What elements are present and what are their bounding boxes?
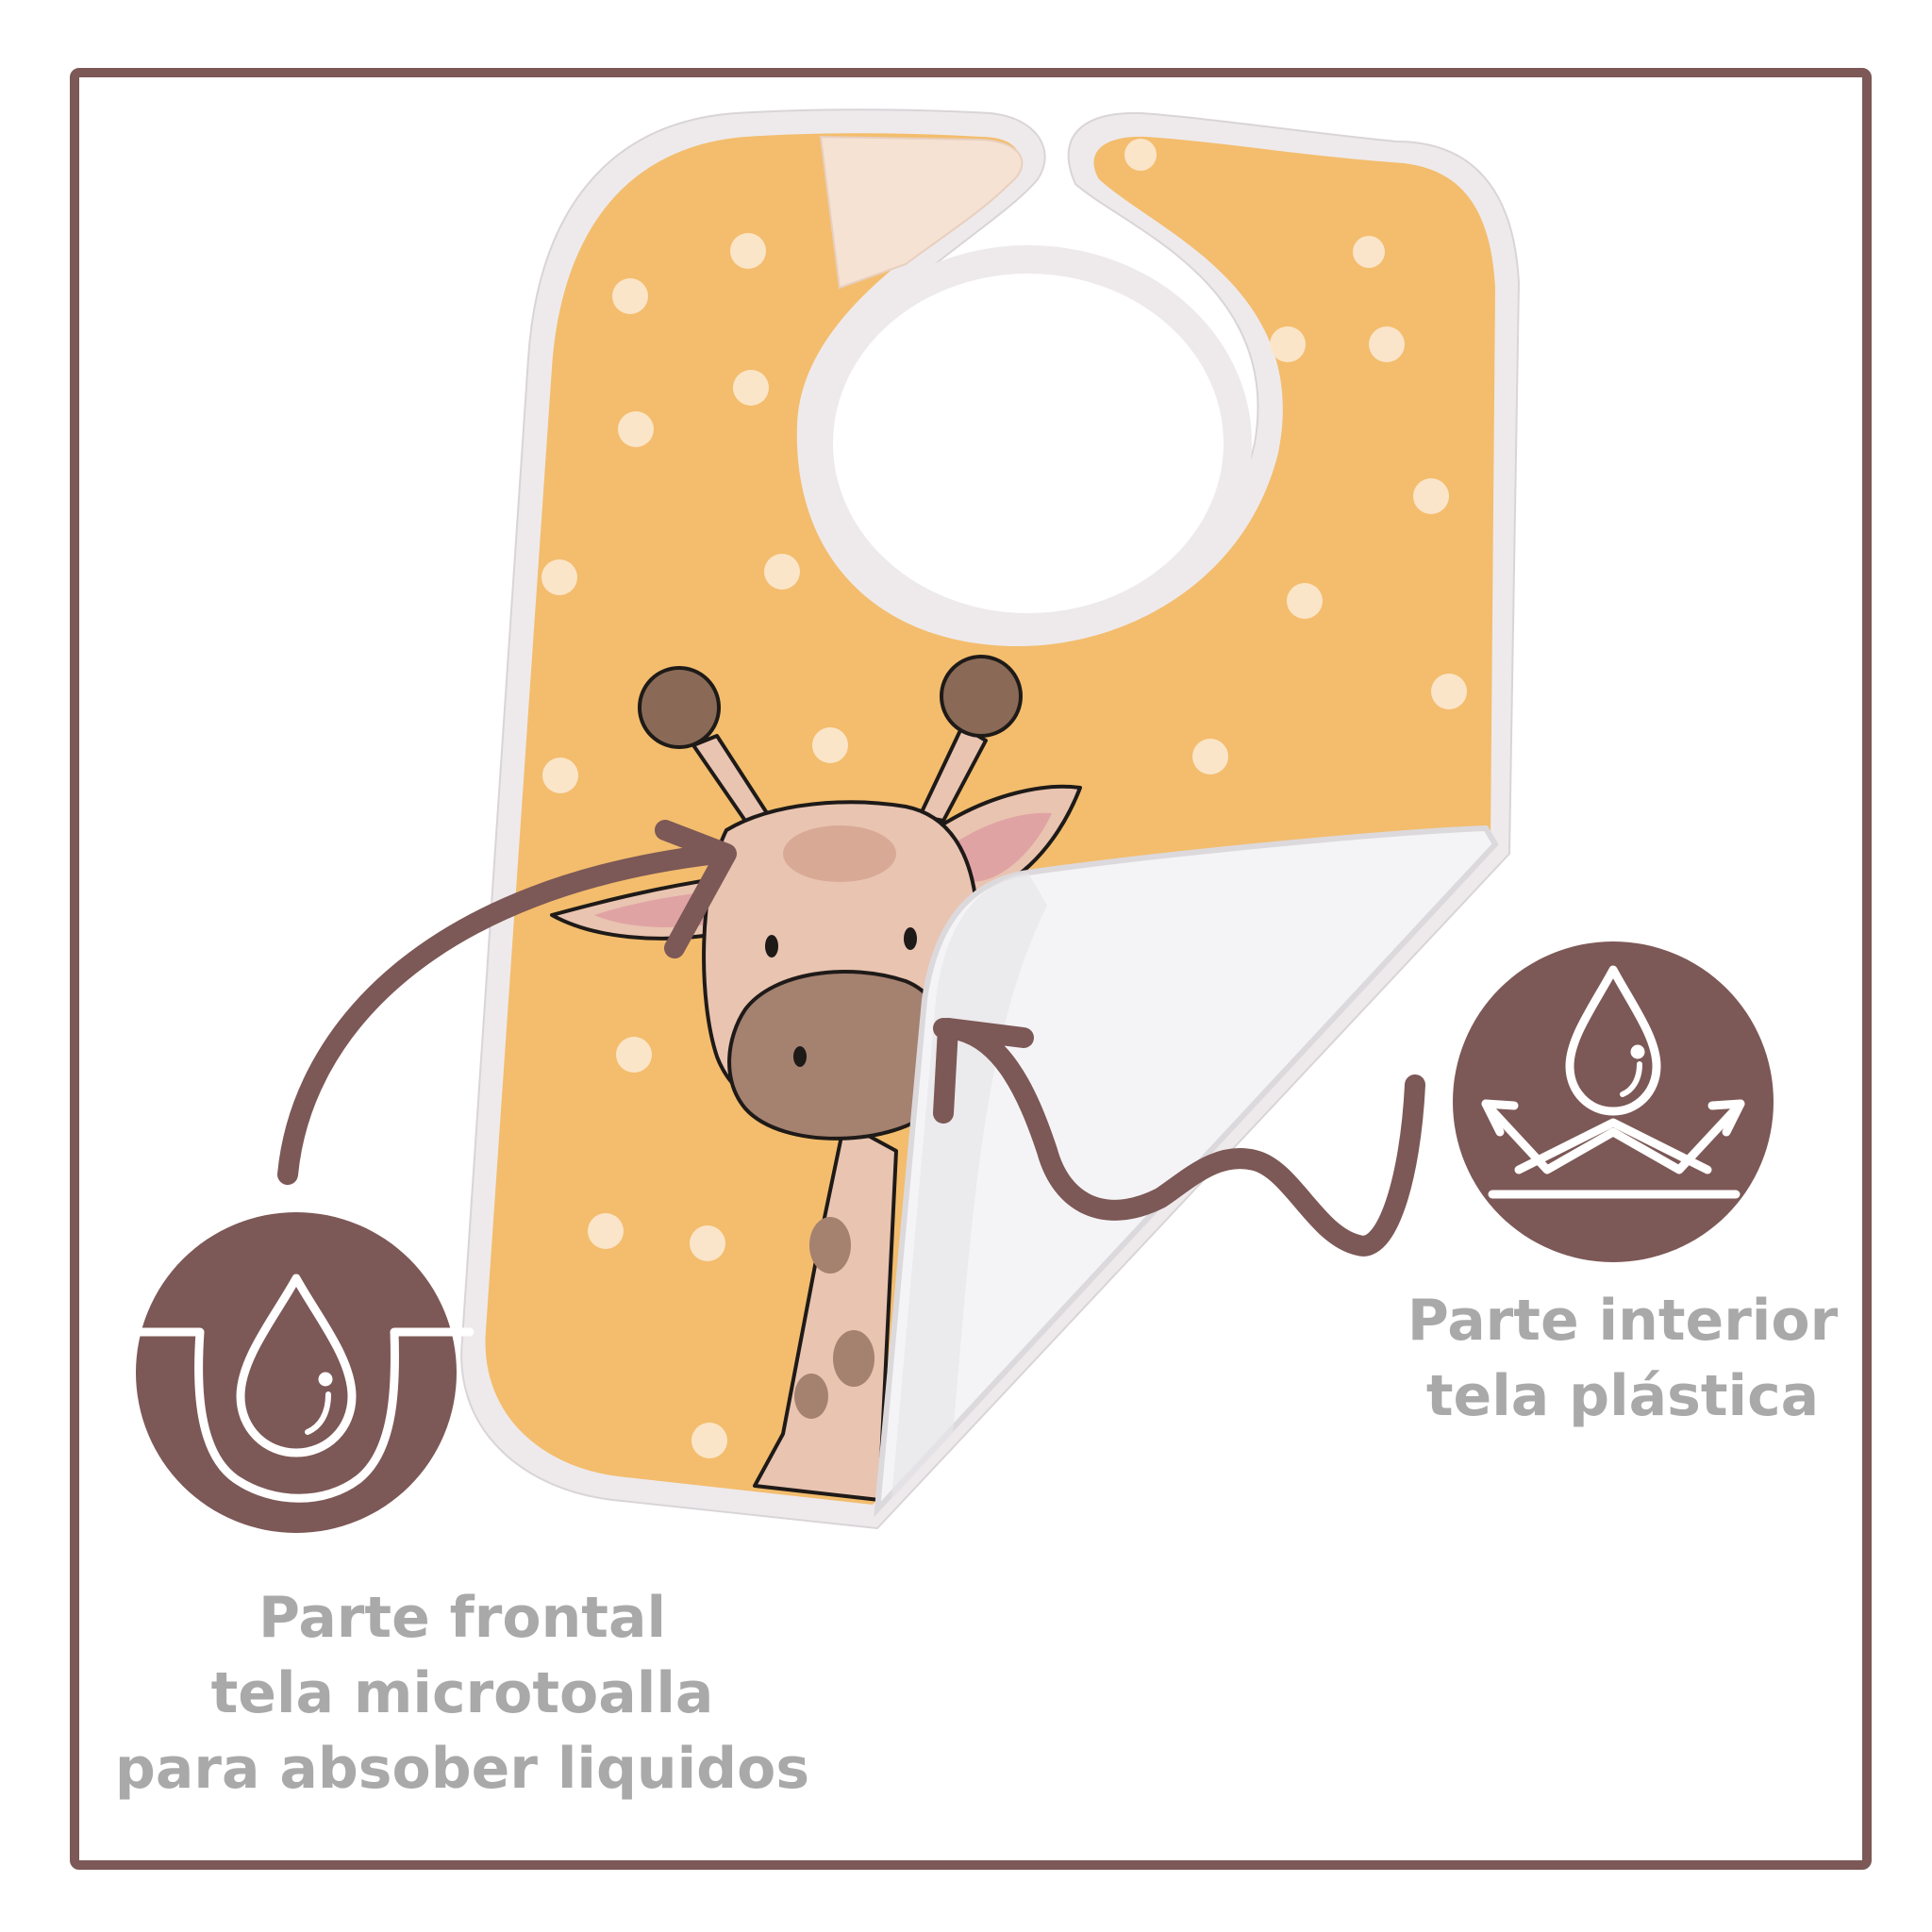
inner-caption-line2: tela plástica — [1425, 1363, 1820, 1429]
front-caption: Parte frontal tela microtoalla para abso… — [94, 1580, 830, 1807]
water-drop-repel-icon — [1481, 965, 1745, 1199]
inner-caption-line1: Parte interior — [1407, 1288, 1839, 1354]
outer-frame — [70, 68, 1872, 1870]
water-drop-absorb-icon — [122, 1274, 475, 1503]
inner-caption: Parte interior tela plástica — [1358, 1283, 1887, 1434]
front-caption-line3: para absober liquidos — [114, 1736, 810, 1802]
arrow-to-front — [277, 820, 737, 1185]
bib-back-shadow — [891, 873, 1047, 1500]
front-caption-line2: tela microtoalla — [210, 1660, 714, 1726]
neck-hole — [805, 245, 1252, 641]
front-caption-line1: Parte frontal — [258, 1585, 667, 1651]
front-badge — [122, 1212, 475, 1533]
velcro-tab — [819, 135, 1024, 290]
arrow-to-back — [933, 1018, 1425, 1257]
polka-dots — [541, 139, 1467, 1458]
inner-badge — [1453, 941, 1774, 1262]
giraffe-bib-photo — [460, 108, 1521, 1530]
